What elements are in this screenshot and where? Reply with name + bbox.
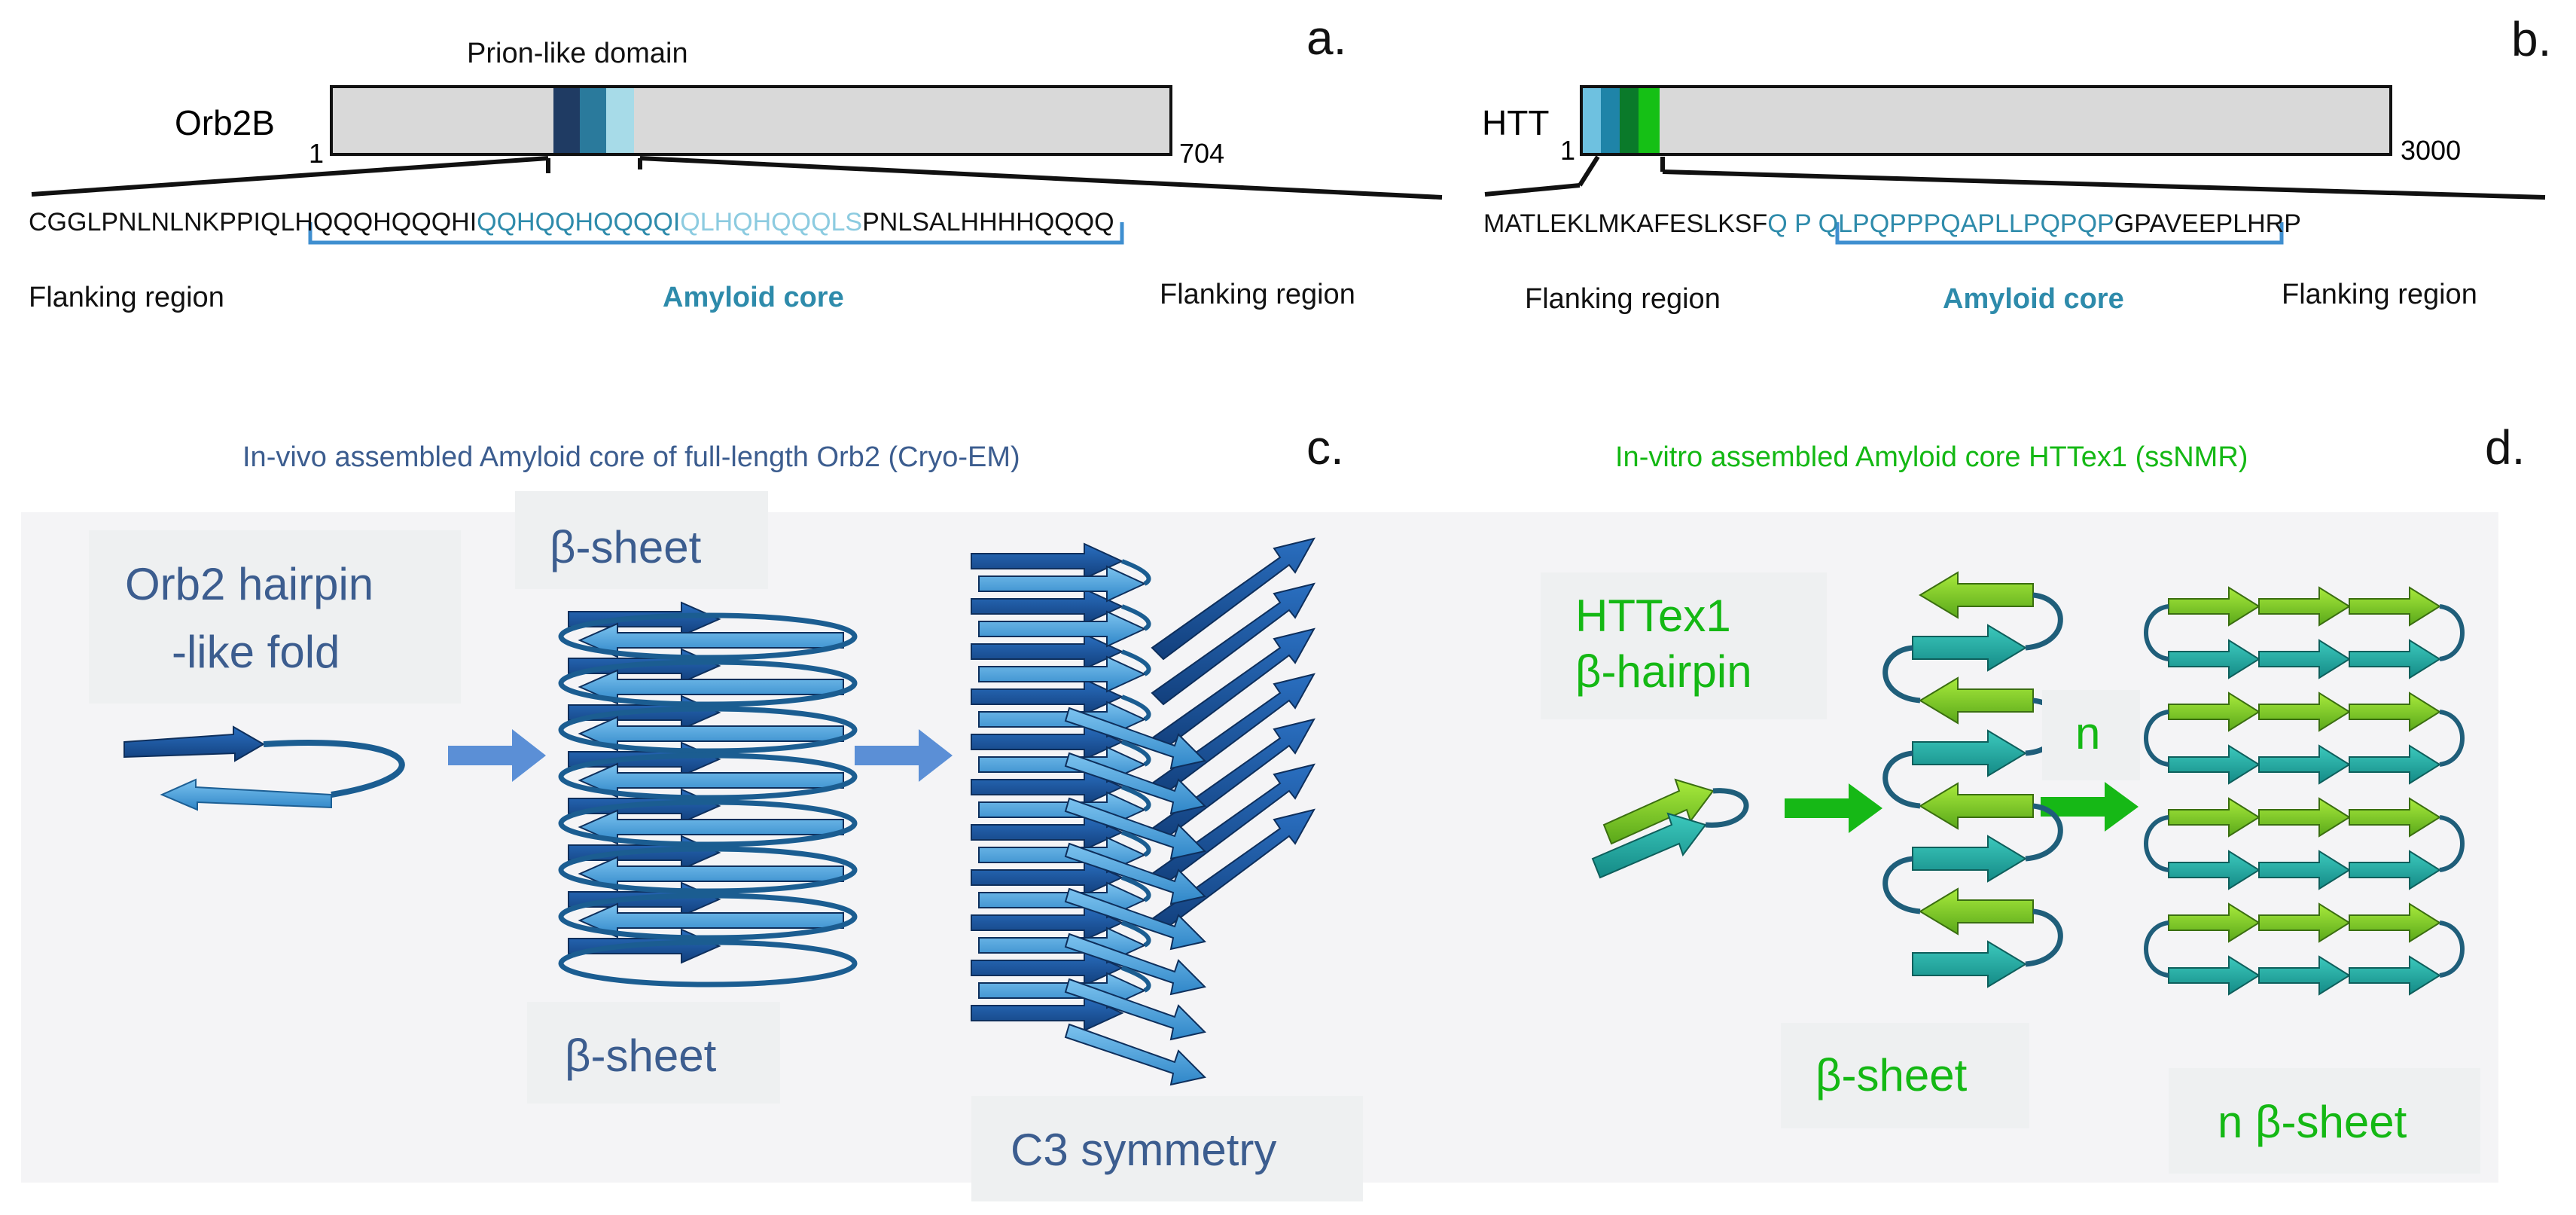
orb2-domain-bar (330, 85, 1172, 156)
orb2-core-bracket (308, 222, 1124, 245)
orb2-sheet-bottom-tag: β-sheet (527, 1002, 780, 1104)
htt-core-label: Amyloid core (1943, 283, 2124, 315)
htt-zoom-line-left (1578, 155, 1600, 187)
orb2-end-residue: 704 (1179, 138, 1225, 169)
green-arrow-1 (1785, 783, 1882, 833)
orb2-sheet-top-label: β-sheet (550, 522, 702, 572)
htt-core-segment-3 (1620, 88, 1639, 153)
orb2-hairpin-tag: Orb2 hairpin -like fold (89, 530, 461, 704)
htt-flank-left-label: Flanking region (1525, 283, 1721, 315)
orb2-sequence: CGGLPNLNLNKPPIQLHQQQHQQQHIQQHQQHQQQQIQLH… (29, 209, 1114, 235)
htt-domain-bar (1580, 85, 2392, 156)
htt-n-sheet-lattice (2144, 586, 2465, 996)
htt-core-segment-2 (1601, 88, 1620, 153)
panel-d-label: d. (2485, 420, 2526, 475)
orb2-sheet-bottom-label: β-sheet (565, 1030, 717, 1081)
orb2-core-segment-2 (580, 88, 606, 153)
orb2-protein-name: Orb2B (175, 103, 275, 142)
panel-b-label: b. (2511, 12, 2552, 66)
green-arrow-2 (2041, 782, 2139, 832)
orb2-core-segment-3 (606, 88, 634, 153)
httex1-hairpin-label-line2: β-hairpin (1575, 646, 1752, 697)
panel-c-caption: In-vivo assembled Amyloid core of full-l… (242, 441, 1020, 473)
httex1-hairpin-tag: HTTex1 β-hairpin (1541, 572, 1827, 719)
htt-sequence: MATLEKLMKAFESLKSFQ P QLPQPPPQAPLLPQPQPGP… (1483, 211, 2301, 237)
orb2-hairpin-strands (123, 725, 405, 811)
orb2-hairpin-label-line1: Orb2 hairpin (125, 559, 374, 609)
orb2-flank-right-label: Flanking region (1160, 279, 1355, 310)
blue-arrow-1 (448, 729, 546, 782)
orb2-seq-core-1: QLHQQQHQQQHI (261, 208, 477, 237)
panel-d-caption: In-vitro assembled Amyloid core HTTex1 (… (1615, 441, 2248, 473)
panel-c-label: c. (1306, 420, 1344, 475)
htt-sheet-stack (1882, 571, 2063, 988)
orb2-seq-flank-right: PNLSALHHHHQQQQ (862, 208, 1114, 237)
htt-seq-core: Q P QLPQPPPQAPLLPQPQP (1767, 209, 2114, 238)
httex1-hairpin-label-line1: HTTex1 (1575, 591, 1731, 641)
orb2-core-label: Amyloid core (663, 282, 844, 313)
htt-n-label: n (2075, 708, 2101, 759)
orb2-seq-core-2: QQHQQHQQQQI (477, 208, 681, 237)
panel-a-label: a. (1306, 11, 1347, 65)
htt-sheet-label: β-sheet (1815, 1050, 1968, 1101)
blue-arrow-2 (855, 729, 953, 782)
htt-start-residue: 1 (1560, 135, 1576, 166)
orb2-c3-fibril (971, 537, 1315, 1086)
htt-core-bracket (1835, 222, 2284, 245)
orb2-start-residue: 1 (309, 138, 325, 169)
htt-end-residue: 3000 (2401, 135, 2462, 166)
htt-n-sheet-tag: n β-sheet (2169, 1068, 2480, 1174)
orb2-hairpin-label-line2: -like fold (172, 627, 340, 677)
orb2-seq-core-3: QLHQHQQQLS (680, 208, 863, 237)
htt-seq-flank-right: GPAVEEPLHRP (2114, 209, 2301, 238)
htt-n-tag: n (2042, 690, 2140, 780)
orb2-seq-flank-left: CGGLPNLNLNKPPI (29, 208, 261, 237)
orb2-sheet-top-tag: β-sheet (515, 491, 768, 589)
orb2-flank-left-label: Flanking region (29, 282, 224, 313)
orb2-domain-title: Prion-like domain (467, 38, 688, 69)
orb2-zoom-line-left (31, 156, 549, 197)
orb2-symmetry-tag: C3 symmetry (971, 1096, 1363, 1201)
htt-core-segment-1 (1583, 88, 1601, 153)
htt-core-segment-4 (1639, 88, 1660, 153)
htt-n-sheet-label: n β-sheet (2218, 1097, 2407, 1147)
htt-zoom-line-right-2 (1662, 169, 2546, 200)
htt-seq-flank-left: MATLEKLMKAFESLKSF (1483, 209, 1768, 238)
htt-zoom-line-left-2 (1484, 183, 1581, 197)
htt-protein-name: HTT (1482, 103, 1550, 142)
httex1-hairpin (1591, 778, 1749, 879)
orb2-sheet-stack (558, 601, 858, 988)
orb2-symmetry-label: C3 symmetry (1011, 1125, 1277, 1175)
orb2-core-segment-1 (553, 88, 580, 153)
htt-sheet-tag: β-sheet (1781, 1023, 2029, 1128)
htt-flank-right-label: Flanking region (2282, 279, 2477, 310)
orb2-zoom-line-right (639, 156, 1443, 200)
